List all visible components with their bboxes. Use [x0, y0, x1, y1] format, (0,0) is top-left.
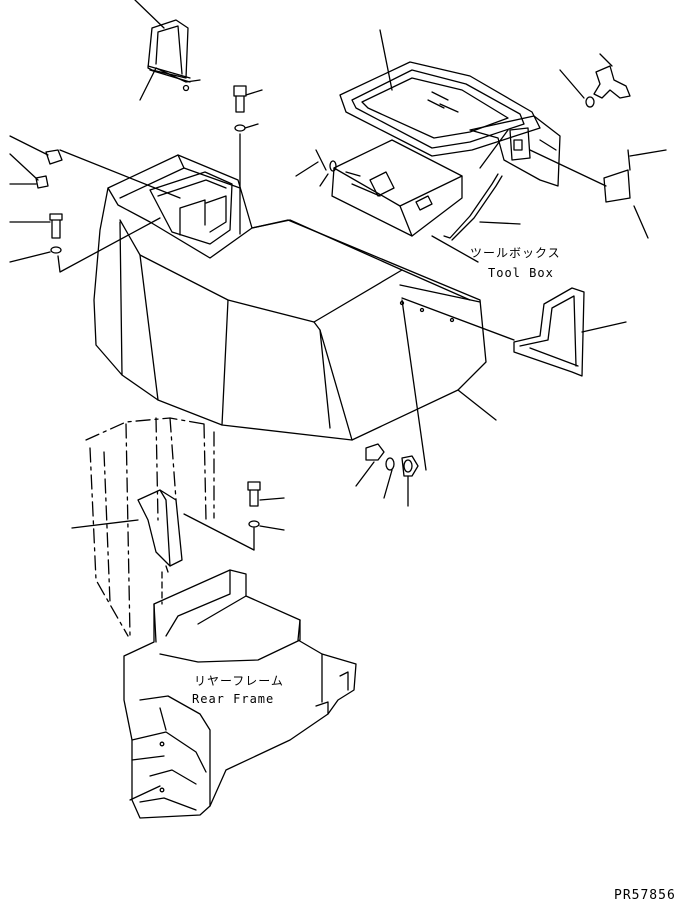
cover-body	[93, 154, 487, 441]
tool-box-label-en: Tool Box	[488, 266, 554, 280]
tool-box-label-jp: ツールボックス	[470, 246, 561, 260]
lid	[339, 29, 561, 187]
bracket	[71, 489, 183, 573]
side-handle	[401, 287, 627, 377]
bolt-top	[233, 85, 263, 235]
tool-box-leader	[431, 235, 479, 263]
tool-box	[295, 129, 521, 241]
bracket-bolt	[183, 481, 285, 551]
rear-frame-label-jp: リヤーフレーム	[194, 674, 284, 688]
left-fasteners	[9, 135, 181, 273]
lower-fasteners	[355, 299, 497, 507]
rear-frame	[123, 569, 357, 819]
rear-frame-label-en: Rear Frame	[192, 692, 275, 706]
figure-code: PR57856	[614, 888, 676, 903]
mount-section	[85, 417, 215, 637]
hook	[529, 149, 667, 239]
wing-nut	[559, 53, 631, 108]
rear-handle	[134, 0, 201, 101]
